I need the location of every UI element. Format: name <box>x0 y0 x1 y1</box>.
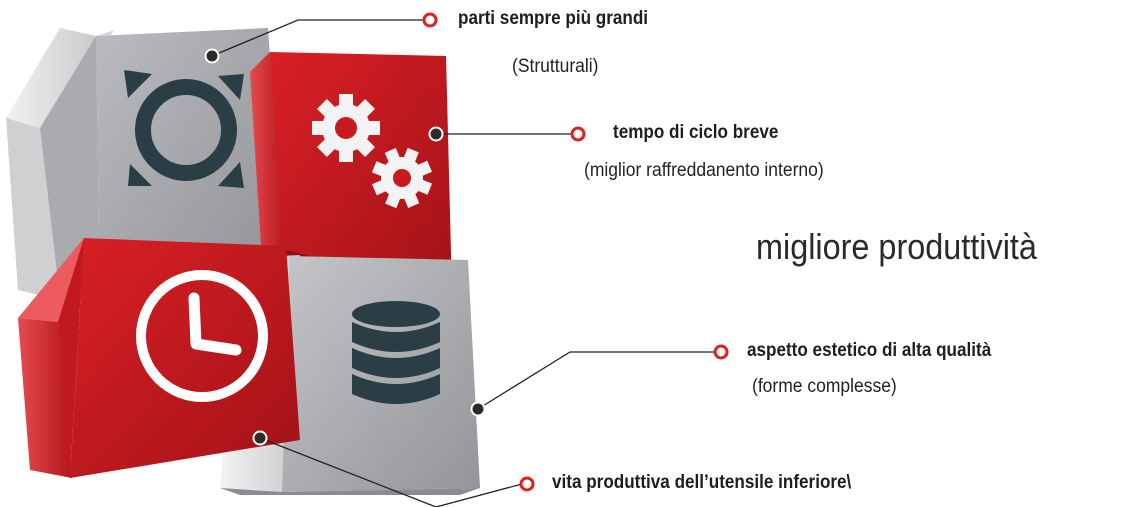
callout-2-title: tempo di ciclo breve <box>613 122 779 143</box>
headline: migliore produttività <box>756 226 1037 267</box>
cube-side-face <box>250 52 286 262</box>
database-icon <box>352 301 440 404</box>
cube-left-face <box>6 118 60 300</box>
callout-1-subtitle: (Strutturali) <box>512 56 599 77</box>
clock-icon <box>136 270 268 402</box>
callout-3-title: aspetto estetico di alta qualità <box>747 340 992 361</box>
callout-2-subtitle: (miglior raffreddanento interno) <box>584 160 824 181</box>
cube-bottom-face <box>220 488 480 495</box>
cube-front-face <box>270 52 452 292</box>
connector-lines <box>211 19 716 507</box>
cube-shade-face <box>40 36 100 300</box>
cube-side-face <box>18 318 72 478</box>
callout-4-title: vita produttiva dell’utensile inferiore\ <box>552 472 852 493</box>
expand-arrows-icon <box>124 70 244 188</box>
cube-side-face <box>6 28 96 128</box>
anchor-points <box>204 48 486 446</box>
callout-3-subtitle: (forme complesse) <box>752 376 897 397</box>
cube-gray-expand <box>6 28 286 300</box>
cube-front-face <box>70 238 300 478</box>
callout-1-title: parti sempre più grandi <box>458 8 649 29</box>
cube-red-clock <box>18 238 300 478</box>
gears-icon <box>312 94 433 209</box>
cube-shade-face <box>58 238 84 478</box>
callout-markers <box>422 12 729 492</box>
